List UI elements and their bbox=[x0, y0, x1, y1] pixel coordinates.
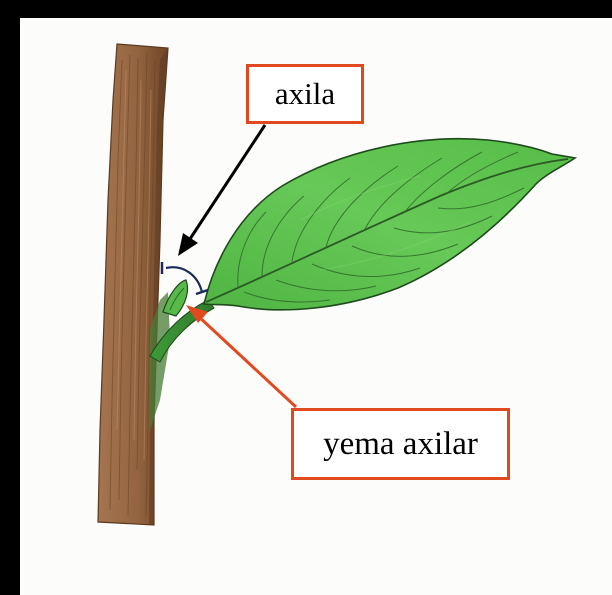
label-axila-text: axila bbox=[275, 76, 335, 112]
stem bbox=[98, 44, 170, 525]
label-yema-axilar-text: yema axilar bbox=[323, 426, 478, 463]
label-axila-box: axila bbox=[246, 64, 364, 124]
yema-axilar-arrow bbox=[186, 305, 296, 407]
label-yema-axilar-box: yema axilar bbox=[291, 408, 510, 480]
leaf-blade bbox=[204, 139, 575, 310]
